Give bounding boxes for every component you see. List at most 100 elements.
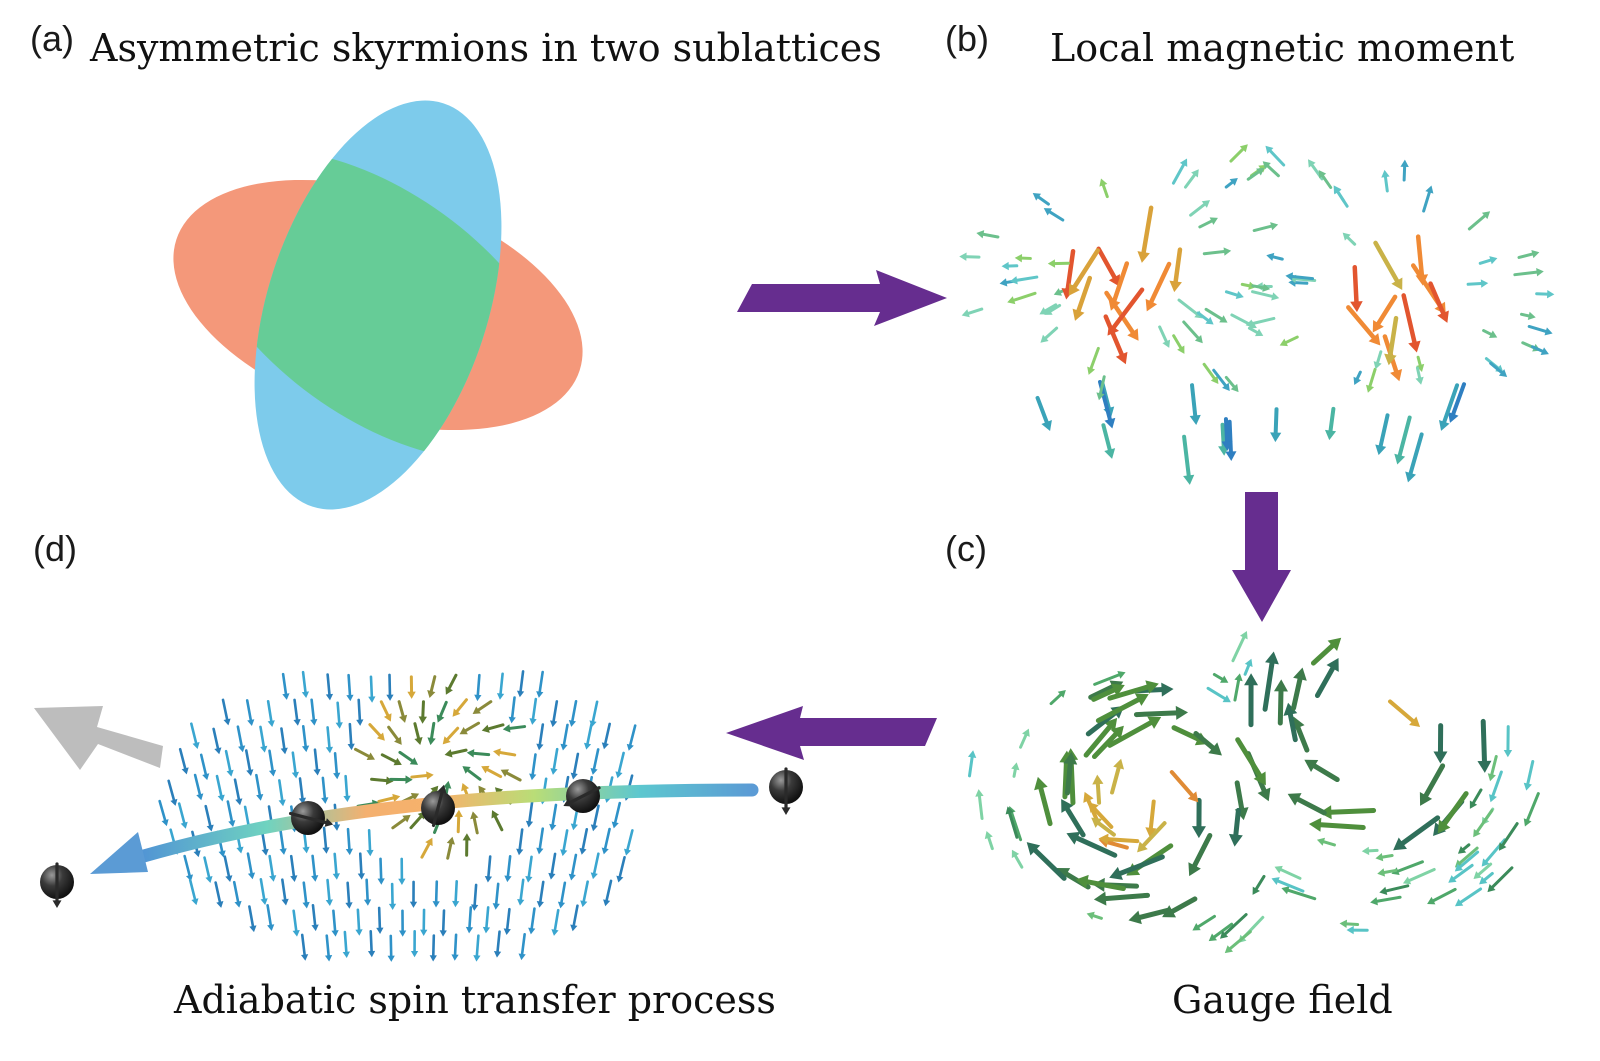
spin-arrow-icon [1498,822,1519,851]
spin-arrow-icon [310,698,318,726]
panel-b-title: Local magnetic moment [1050,26,1515,70]
spin-arrow-icon [204,804,214,832]
spin-arrow-icon [1233,673,1243,702]
spin-arrow-icon [536,723,545,751]
spin-arrow-icon [1032,192,1050,206]
spin-arrow-icon [1043,208,1065,222]
spin-arrow-icon [1520,311,1536,320]
spin-arrow-icon [1066,831,1118,858]
panel-d-title: Adiabatic spin transfer process [174,978,776,1022]
spin-arrow-icon [420,837,433,859]
spin-arrow-icon [331,909,339,937]
spin-arrow-icon [388,882,397,911]
spin-arrow-icon [570,904,579,932]
spin-arrow-icon [353,747,375,760]
spin-arrow-icon [429,934,437,962]
spin-arrow-icon [418,700,428,724]
spin-arrow-icon [266,699,275,727]
spin-arrow-icon [279,827,287,855]
spin-arrow-icon [355,908,363,936]
spin-arrow-icon [1473,809,1494,838]
spin-arrow-icon [445,673,458,695]
spin-arrow-icon [1489,361,1508,378]
spin-arrow-icon [491,810,504,832]
spin-arrow-icon [1088,802,1114,829]
spin-arrow-icon [550,700,559,728]
spin-arrow-icon [1246,167,1265,181]
spin-arrow-icon [321,776,329,804]
spin-arrow-icon [332,852,340,880]
spin-arrow-icon [1375,413,1390,456]
spin-arrow-icon [454,809,463,834]
spin-arrow-icon [601,827,611,855]
spin-arrow-icon [529,697,538,725]
spin-arrow-icon [1092,774,1104,805]
spin-arrow-icon [313,748,321,776]
skyrmion-ellipses [173,100,583,510]
spin-arrow-icon [377,857,385,885]
spin-arrow-icon [536,670,544,698]
spin-arrow-icon [1244,673,1259,728]
panel-b-letter: (b) [945,18,989,59]
spin-arrow-icon [233,778,243,806]
spin-arrow-icon [302,881,310,909]
spin-arrow-icon [1287,793,1327,816]
spin-arrow-icon [481,723,505,733]
spin-arrow-icon [1198,217,1218,229]
spin-arrow-icon [611,801,622,829]
spin-arrow-icon [370,776,394,785]
spin-arrow-icon [1095,693,1149,724]
spin-arrow-icon [1128,907,1171,925]
spin-arrow-icon [357,852,365,880]
spin-arrow-icon [452,698,468,717]
spin-arrow-icon [246,852,256,880]
spin-arrow-icon [1273,679,1288,726]
spin-arrow-icon [293,698,301,726]
spin-arrow-icon [1527,324,1553,336]
spin-arrow-icon [1448,382,1467,423]
spin-arrow-icon [1487,754,1498,782]
spin-arrow-icon [226,800,236,828]
spin-arrow-icon [1481,838,1507,867]
spin-arrow-icon [1063,752,1078,796]
spin-arrow-icon [504,854,512,883]
spin-arrow-icon [446,836,455,860]
spin-arrow-icon [451,933,459,961]
spin-arrow-icon [1262,651,1279,712]
spin-arrow-icon [518,933,526,961]
spin-arrow-icon [1523,792,1540,827]
spin-arrow-icon [1145,799,1157,838]
spin-arrow-icon [291,751,300,779]
spin-arrow-icon [183,854,194,882]
spin-arrow-icon [1487,866,1514,893]
spin-arrow-icon [472,700,493,714]
spin-arrow-icon [470,811,479,835]
spin-arrow-icon [1405,432,1424,483]
spin-arrow-icon [281,878,289,906]
spin-arrow-icon [1108,261,1130,311]
spin-arrow-icon [500,769,522,782]
spin-arrow-icon [1047,259,1070,268]
spin-arrow-icon [563,786,601,807]
spin-arrow-icon [1224,375,1239,393]
spin-arrow-icon [560,723,569,751]
spin-arrow-icon [1096,375,1106,401]
spin-arrow-icon [1513,267,1544,277]
spin-arrow-icon [1350,264,1363,313]
spin-arrow-icon [335,701,343,729]
spin-arrow-icon [1101,423,1116,459]
spin-arrow-icon [1183,169,1199,189]
spin-arrow-icon [432,880,440,908]
spin-arrow-icon [1366,367,1377,393]
spin-arrow-icon [1437,791,1469,834]
spin-arrow-icon [1014,253,1032,263]
spin-arrow-icon [387,934,395,962]
spin-arrow-icon [1196,311,1214,325]
spin-arrow-icon [1454,887,1483,907]
spin-arrow-icon [1107,287,1145,336]
spin-arrow-icon [1308,817,1366,832]
spin-arrow-icon [288,811,334,827]
spin-arrow-icon [398,750,419,765]
